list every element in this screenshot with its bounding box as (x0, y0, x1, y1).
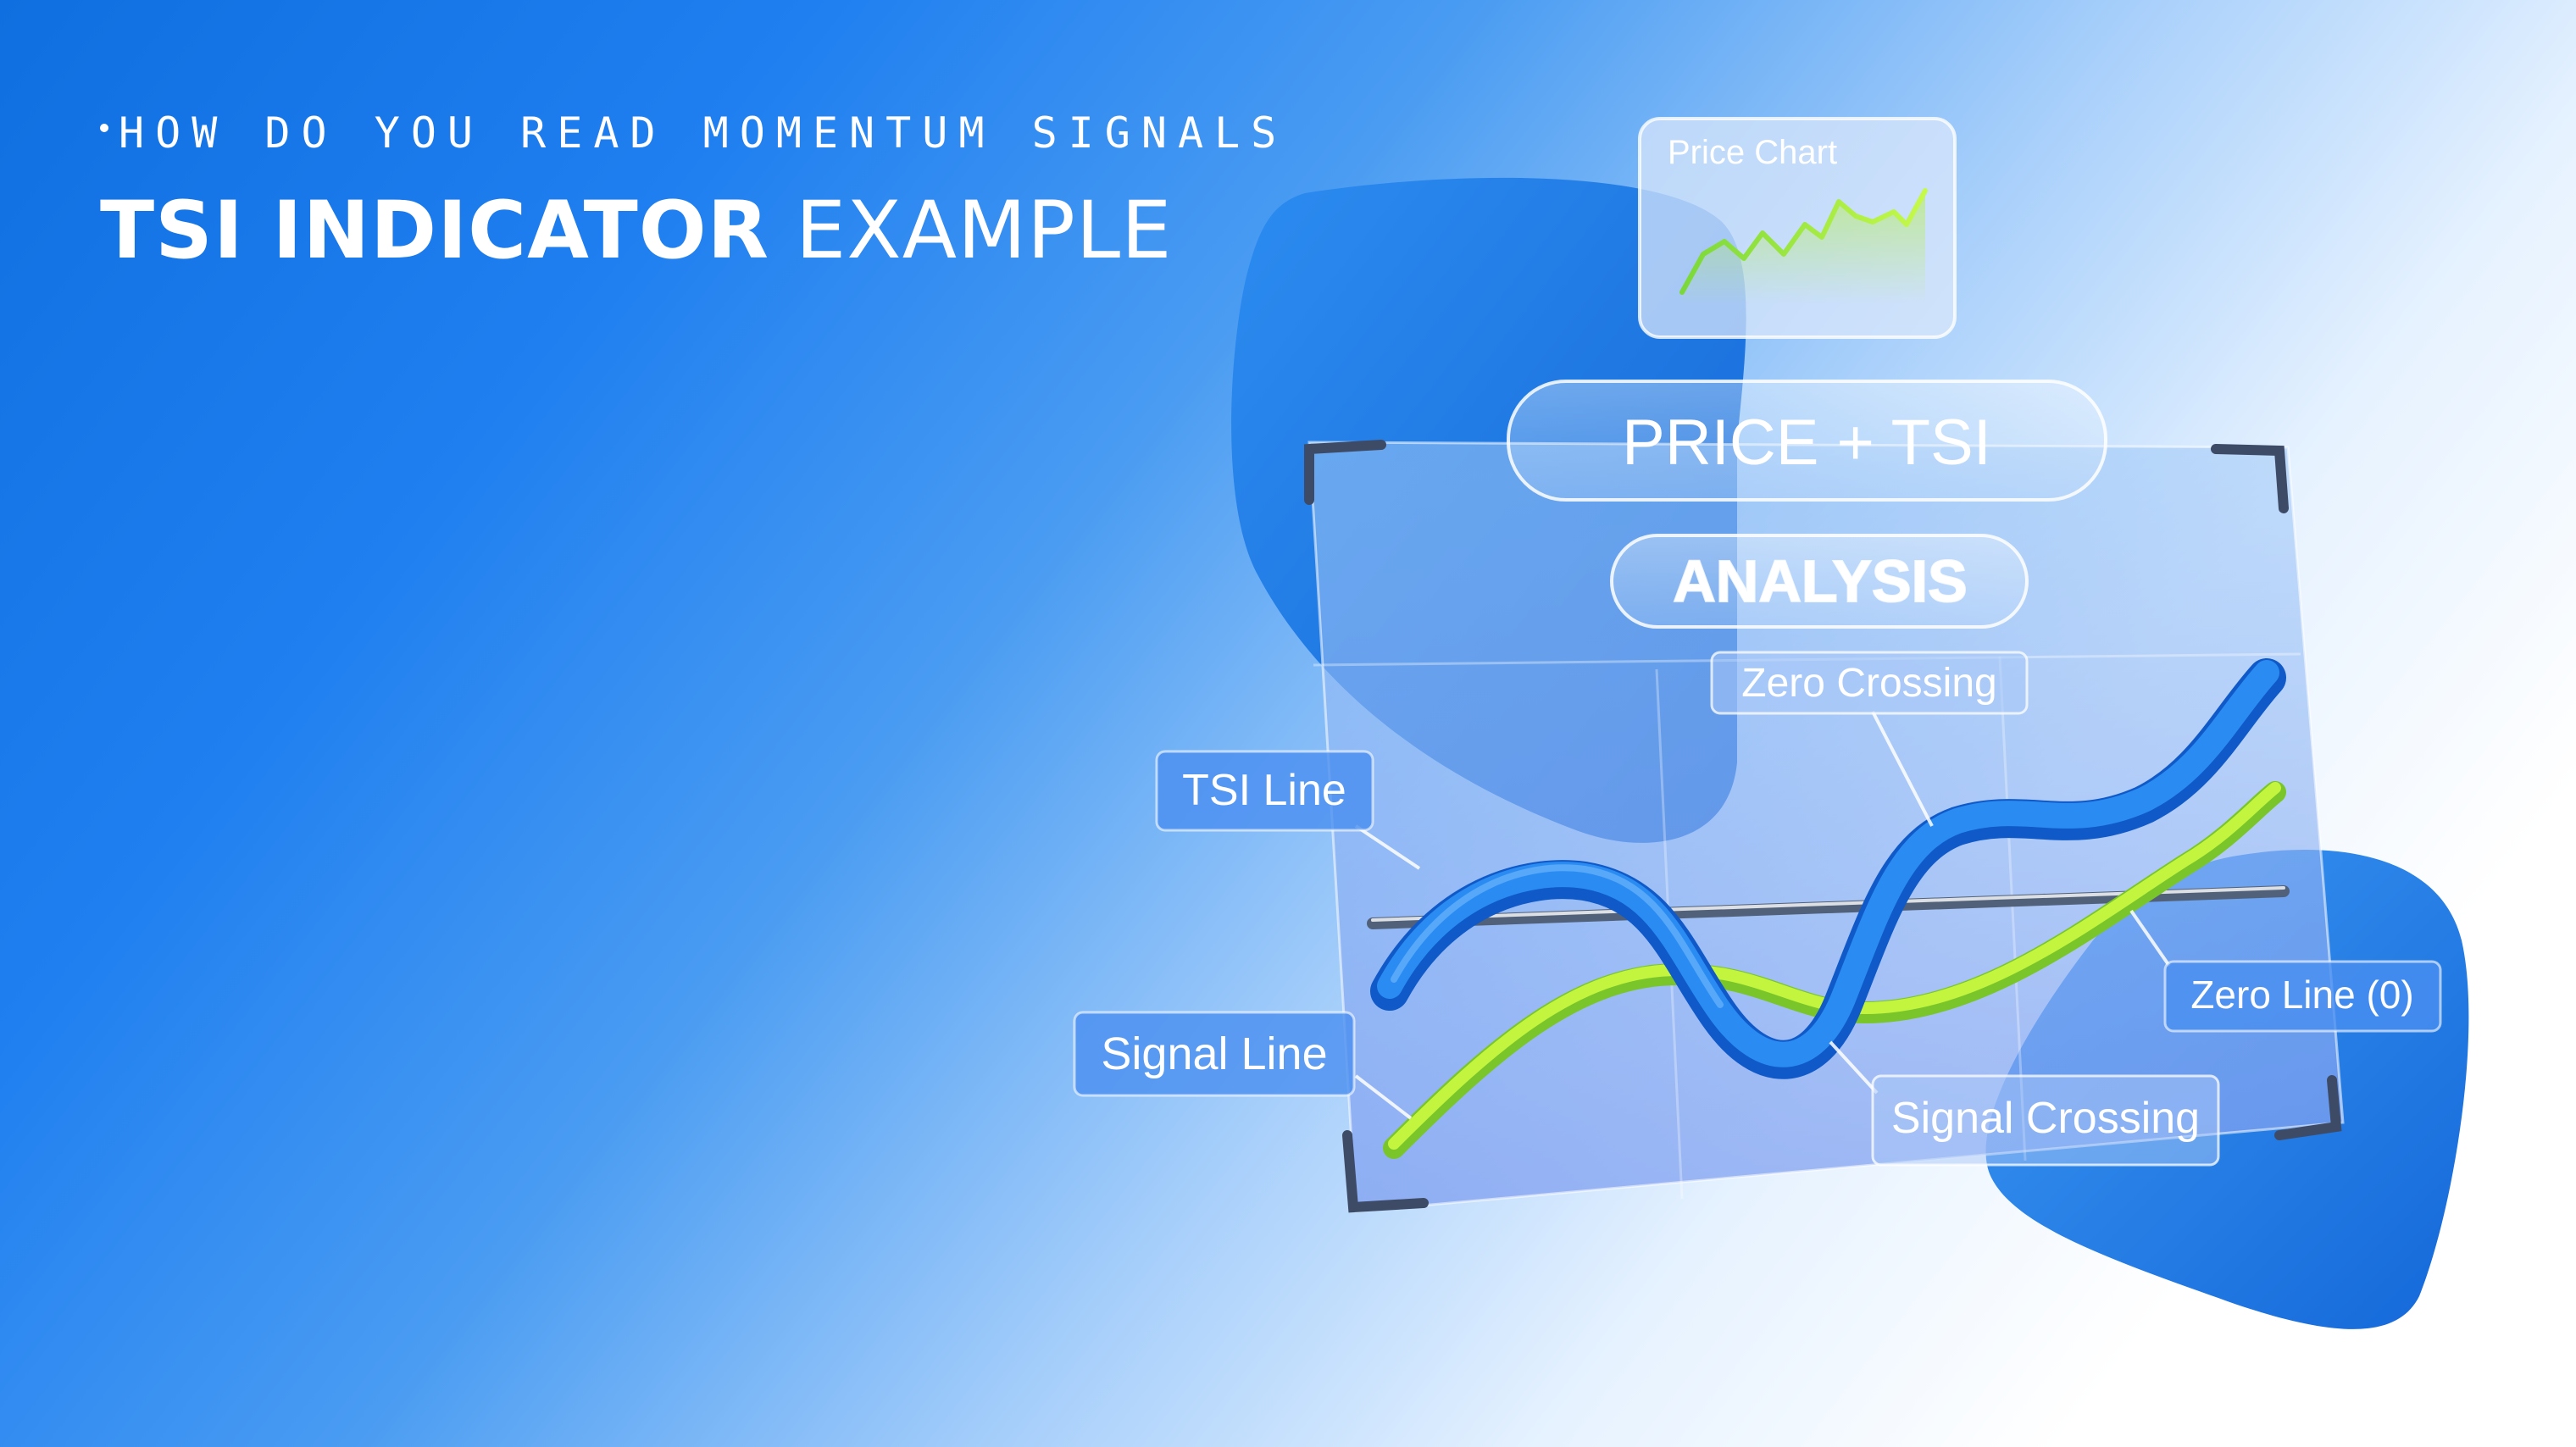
callout-signal-line: Signal Line (1073, 1011, 1413, 1120)
callout-zero-line-label: Zero Line (0) (2190, 973, 2413, 1017)
title-light: EXAMPLE (795, 185, 1173, 277)
callout-tsi-line-label: TSI Line (1182, 766, 1346, 815)
callout-signal-crossing: Signal Crossing (1829, 1040, 2220, 1167)
pill-price-tsi: PRICE + TSI (1507, 380, 2107, 502)
title-bold: TSI INDICATOR (100, 185, 770, 277)
callout-zero-crossing: Zero Crossing (1710, 651, 2029, 827)
callout-zero-crossing-label: Zero Crossing (1741, 661, 1996, 706)
pill-analysis: ANALYSIS (1610, 534, 2029, 629)
callout-tsi-line: TSI Line (1155, 750, 1421, 870)
price-chart-card: Price Chart (1638, 117, 1957, 339)
bullet-dot-icon (100, 123, 108, 132)
page-title: TSI INDICATOR EXAMPLE (100, 185, 1173, 277)
callout-signal-line-label: Signal Line (1101, 1028, 1327, 1079)
main-glass-panel (1304, 440, 2345, 1213)
callout-signal-crossing-label: Signal Crossing (1891, 1094, 2200, 1143)
price-chart-label: Price Chart (1668, 134, 1837, 171)
pill-price-tsi-label: PRICE + TSI (1622, 407, 1991, 479)
callout-zero-line: Zero Line (0) (2129, 909, 2442, 1033)
kicker-text: HOW DO YOU READ MOMENTUM SIGNALS (100, 108, 1287, 158)
price-line (1679, 188, 1928, 295)
kicker-label: HOW DO YOU READ MOMENTUM SIGNALS (119, 108, 1288, 158)
pill-analysis-label: ANALYSIS (1673, 548, 1968, 614)
